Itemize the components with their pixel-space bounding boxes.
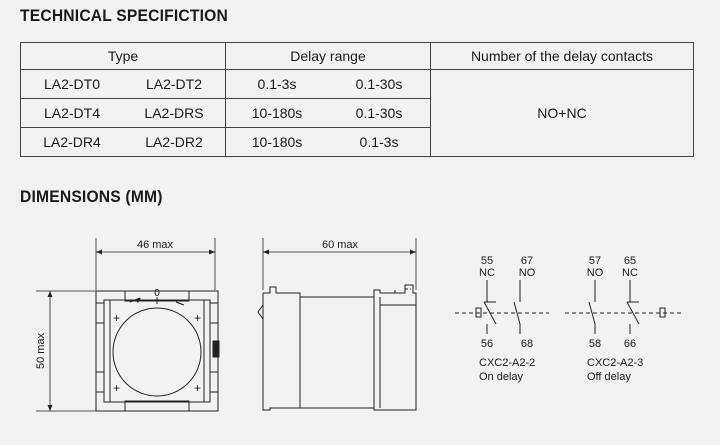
terminal-number: 65 — [624, 255, 636, 267]
terminal-type: NO — [519, 267, 536, 279]
circuit-model: CXC2-A2-3 — [587, 357, 643, 369]
height-label: 50 max — [35, 332, 47, 369]
header-type: Type — [20, 42, 226, 70]
type-cell: LA2-DRS — [144, 105, 204, 121]
table-header-row: Type Delay range Number of the delay con… — [20, 42, 694, 70]
type-cell: LA2-DT2 — [145, 76, 203, 92]
plus-mark: + — [194, 311, 201, 325]
terminal-number: 57 — [589, 255, 601, 267]
width-label: 46 max — [137, 239, 174, 251]
plus-mark: + — [113, 381, 120, 395]
range-cell: 0.1-3s — [359, 134, 399, 150]
side-view — [257, 238, 417, 411]
header-delay-contacts: Number of the delay contacts — [430, 42, 694, 70]
range-cell: 10-180s — [251, 105, 303, 121]
table-row: LA2-DR4 LA2-DR2 10-180s 0.1-3s — [20, 127, 694, 157]
terminal-number: 58 — [589, 338, 601, 350]
range-cell: 0.1-30s — [355, 76, 403, 92]
depth-label: 60 max — [322, 239, 359, 251]
type-cell: LA2-DR4 — [43, 134, 101, 150]
dimensions-heading: DIMENSIONS (MM) — [20, 187, 163, 206]
terminal-type: NO — [587, 267, 604, 279]
terminal-number: 68 — [521, 338, 533, 350]
spec-heading: TECHNICAL SPECIFICTION — [20, 6, 228, 25]
table-row: LA2-DT0 LA2-DT2 0.1-3s 0.1-30s NO+NC — [20, 69, 694, 157]
terminal-number: 67 — [521, 255, 533, 267]
header-delay-range: Delay range — [225, 42, 431, 70]
range-cell: 0.1-30s — [355, 105, 403, 121]
plus-mark: + — [113, 311, 120, 325]
terminal-number: 56 — [481, 338, 493, 350]
contacts-cell: NO+NC — [430, 69, 694, 157]
circuit-mode: Off delay — [587, 371, 631, 383]
type-cell: LA2-DR2 — [145, 134, 203, 150]
range-cell: 10-180s — [251, 134, 303, 150]
terminal-number: 55 — [481, 255, 493, 267]
terminal-number: 66 — [624, 338, 636, 350]
circuit-diagram-on-delay — [455, 280, 549, 334]
plus-mark: + — [194, 381, 201, 395]
spec-table: Type Delay range Number of the delay con… — [20, 42, 694, 157]
circuit-mode: On delay — [479, 371, 524, 383]
circuit-diagram-off-delay — [565, 280, 684, 334]
dial-zero-mark: 0 — [154, 288, 160, 299]
type-cell: LA2-DT0 — [43, 76, 101, 92]
terminal-type: NC — [622, 267, 638, 279]
type-cell: LA2-DT4 — [43, 105, 101, 121]
front-view — [36, 238, 220, 412]
terminal-type: NC — [479, 267, 495, 279]
range-cell: 0.1-3s — [257, 76, 297, 92]
circuit-model: CXC2-A2-2 — [479, 357, 535, 369]
